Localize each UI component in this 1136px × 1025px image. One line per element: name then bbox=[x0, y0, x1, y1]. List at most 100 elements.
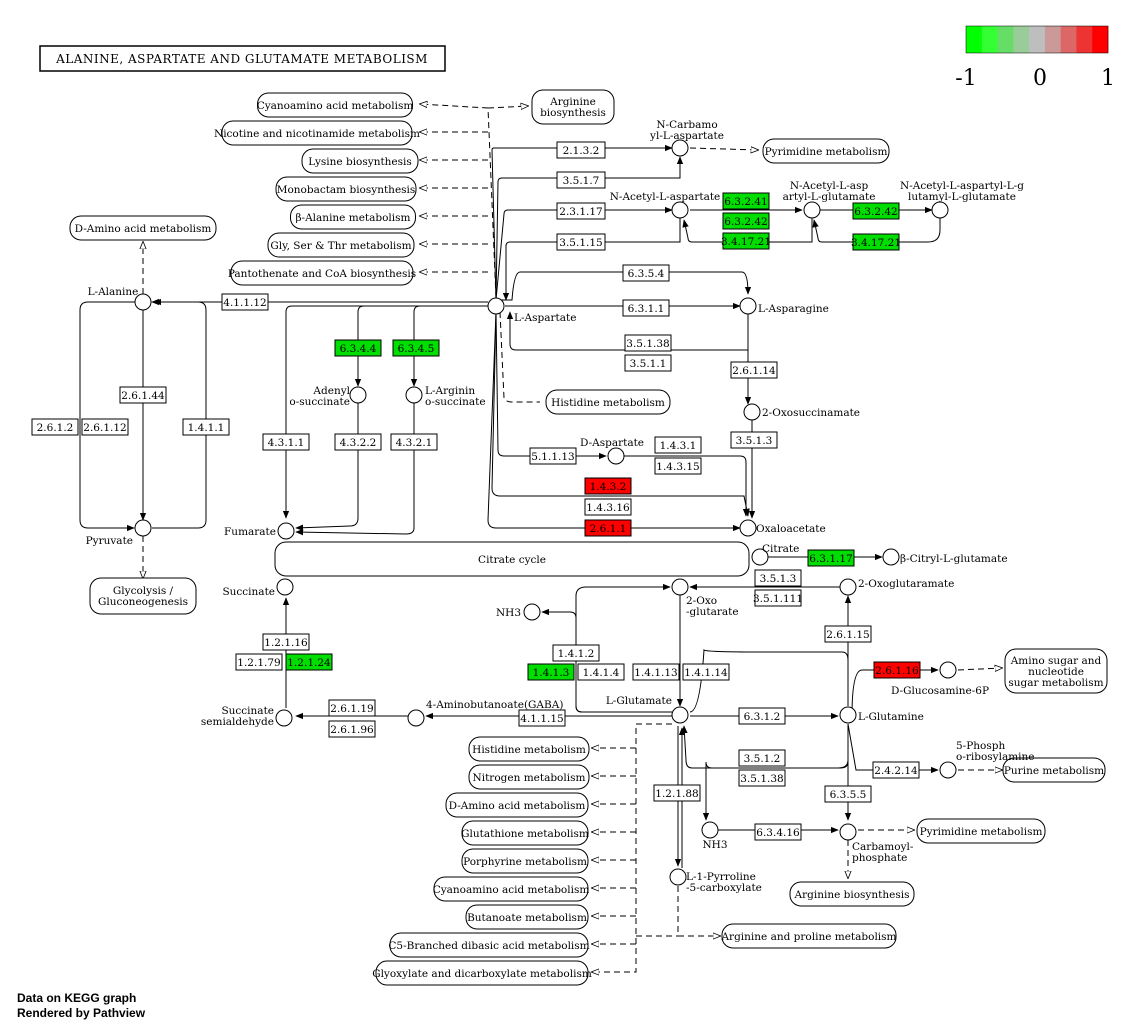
compound-node[interactable]: Carbamoyl-phosphate bbox=[839, 823, 914, 864]
compound-node[interactable]: 4-Aminobutanoate(GABA) bbox=[407, 699, 563, 727]
enzyme-box[interactable]: 6.3.1.17 bbox=[807, 549, 855, 567]
pathway-map-link[interactable]: Glyoxylate and dicarboxylate metabolism bbox=[372, 960, 592, 986]
pathway-map-link[interactable]: Arginine biosynthesis bbox=[789, 881, 915, 907]
pathway-map-link[interactable]: Histidine metabolism bbox=[468, 736, 590, 762]
compound-node[interactable]: NH3 bbox=[701, 821, 728, 851]
compound-node[interactable]: L-Aspartate bbox=[487, 297, 576, 324]
compound-node[interactable]: 2-Oxosuccinamate bbox=[743, 403, 860, 421]
pathway-map-link[interactable]: Purine metabolism bbox=[1002, 757, 1106, 783]
enzyme-box[interactable]: 2.6.1.44 bbox=[119, 386, 167, 404]
enzyme-box[interactable]: 6.3.1.2 bbox=[738, 707, 786, 725]
compound-node[interactable]: L-Glutamate bbox=[606, 695, 689, 724]
enzyme-box[interactable]: 6.3.5.5 bbox=[824, 785, 872, 803]
pathway-map-link[interactable]: D-Amino acid metabolism bbox=[69, 215, 217, 241]
compound-node[interactable]: Oxaloacetate bbox=[739, 519, 826, 537]
enzyme-box[interactable]: 1.4.1.1 bbox=[182, 418, 230, 436]
enzyme-box[interactable]: 2.1.3.2 bbox=[556, 141, 606, 159]
compound-node[interactable]: NH3 bbox=[496, 603, 541, 621]
enzyme-box[interactable]: 1.4.3.15 bbox=[654, 457, 702, 475]
pathway-map-link[interactable]: Butanoate metabolism bbox=[465, 904, 589, 930]
pathway-map-link[interactable]: Arginine and proline metabolism bbox=[720, 923, 897, 949]
compound-node[interactable]: D-Glucosamine-6P bbox=[891, 661, 989, 697]
pathway-map-link[interactable]: Cyanoamino acid metabolism bbox=[257, 92, 414, 118]
enzyme-box[interactable]: 1.2.1.88 bbox=[653, 784, 701, 802]
enzyme-box[interactable]: 2.3.1.17 bbox=[556, 202, 606, 220]
enzyme-box[interactable]: 1.4.3.2 bbox=[584, 477, 632, 495]
enzyme-box[interactable]: 3.5.1.1 bbox=[624, 354, 672, 372]
compound-node[interactable]: N-Acetyl-L-aspartate bbox=[610, 191, 721, 219]
pathway-map-link[interactable]: Histidine metabolism bbox=[545, 389, 671, 415]
enzyme-box[interactable]: 6.3.4.5 bbox=[392, 339, 440, 357]
enzyme-box[interactable]: 1.4.3.1 bbox=[654, 436, 702, 454]
enzyme-box[interactable]: 3.4.17.21 bbox=[851, 233, 901, 251]
enzyme-box[interactable]: 6.3.5.4 bbox=[622, 264, 670, 282]
enzyme-box[interactable]: 3.5.1.3 bbox=[730, 431, 778, 449]
compound-node[interactable]: 2-Oxo-glutarate bbox=[671, 578, 739, 618]
enzyme-box[interactable]: 4.3.2.2 bbox=[334, 433, 382, 451]
enzyme-box[interactable]: 4.1.1.12 bbox=[221, 293, 269, 311]
pathway-map-link[interactable]: Monobactam biosynthesis bbox=[275, 176, 417, 202]
enzyme-box[interactable]: 4.1.1.15 bbox=[518, 709, 566, 727]
pathway-map-link[interactable]: β-Alanine metabolism bbox=[290, 204, 416, 230]
enzyme-box[interactable]: 6.3.2.42 bbox=[852, 202, 900, 220]
enzyme-box[interactable]: 1.4.1.4 bbox=[577, 663, 625, 681]
enzyme-box[interactable]: 3.5.1.15 bbox=[556, 233, 606, 251]
enzyme-box[interactable]: 2.6.1.19 bbox=[328, 699, 376, 717]
pathway-map-link[interactable]: D-Amino acid metabolism bbox=[445, 792, 589, 818]
enzyme-box[interactable]: 1.4.3.16 bbox=[584, 498, 632, 516]
compound-node[interactable]: L-1-Pyrroline-5-carboxylate bbox=[669, 868, 762, 894]
enzyme-box[interactable]: 6.3.4.4 bbox=[334, 339, 382, 357]
enzyme-box[interactable]: 1.4.1.3 bbox=[527, 663, 575, 681]
enzyme-box[interactable]: 4.3.1.1 bbox=[262, 433, 310, 451]
enzyme-box[interactable]: 2.6.1.16 bbox=[873, 661, 921, 679]
enzyme-box[interactable]: 3.5.1.3 bbox=[754, 569, 802, 587]
enzyme-box[interactable]: 1.2.1.16 bbox=[262, 633, 310, 651]
enzyme-box[interactable]: 2.6.1.14 bbox=[730, 361, 778, 379]
pathway-map-link[interactable]: Nicotine and nicotinamide metabolism bbox=[214, 120, 420, 146]
pathway-map-link[interactable]: Nitrogen metabolism bbox=[468, 764, 590, 790]
compound-node[interactable]: L-Glutamine bbox=[839, 706, 924, 724]
pathway-map-link[interactable]: C5-Branched dibasic acid metabolism bbox=[388, 932, 590, 958]
pathway-map-link[interactable]: Citrate cycle bbox=[274, 541, 750, 577]
pathway-map-link[interactable]: Porphyrine metabolism bbox=[461, 848, 589, 874]
enzyme-box[interactable]: 6.3.2.42 bbox=[722, 212, 770, 230]
enzyme-box[interactable]: 2.6.1.2 bbox=[31, 418, 79, 436]
compound-node[interactable]: Citrate bbox=[751, 543, 799, 566]
pathway-map-link[interactable]: Lysine biosynthesis bbox=[301, 148, 419, 174]
pathway-map-link[interactable]: Glutathione metabolism bbox=[461, 820, 589, 846]
enzyme-box[interactable]: 3.4.17.21 bbox=[721, 232, 771, 250]
compound-node[interactable]: L-Asparagine bbox=[739, 297, 829, 315]
enzyme-box[interactable]: 1.4.1.13 bbox=[632, 663, 680, 681]
enzyme-box[interactable]: 2.6.1.96 bbox=[328, 720, 376, 738]
enzyme-box[interactable]: 5.1.1.13 bbox=[529, 447, 577, 465]
enzyme-box[interactable]: 6.3.2.41 bbox=[722, 192, 770, 210]
compound-node[interactable]: 2-Oxoglutaramate bbox=[839, 578, 954, 596]
enzyme-box[interactable]: 3.5.1.2 bbox=[738, 749, 786, 767]
pathway-map-link[interactable]: Pantothenate and CoA biosynthesis bbox=[228, 260, 416, 286]
enzyme-box[interactable]: 2.6.1.1 bbox=[584, 519, 632, 537]
pathway-map-link[interactable]: Pyrimidine metabolism bbox=[762, 138, 890, 164]
enzyme-box[interactable]: 2.4.2.14 bbox=[872, 761, 920, 779]
compound-node[interactable]: Succinate semialdehyde bbox=[198, 705, 293, 728]
enzyme-box[interactable]: 2.6.1.12 bbox=[81, 418, 129, 436]
pathway-map-link[interactable]: Gly, Ser & Thr metabolism bbox=[267, 232, 415, 258]
compound-node[interactable]: Pyruvate bbox=[86, 519, 152, 547]
enzyme-box[interactable]: 1.2.1.79 bbox=[235, 653, 283, 671]
enzyme-box[interactable]: 3.5.1.38 bbox=[738, 769, 786, 787]
compound-node[interactable]: Fumarate bbox=[224, 522, 295, 540]
enzyme-box[interactable]: 6.3.4.16 bbox=[754, 823, 802, 841]
enzyme-box[interactable]: 3.5.1.111 bbox=[753, 589, 803, 607]
pathway-map-link[interactable]: Cyanoamino acid metabolism bbox=[433, 876, 590, 902]
enzyme-box[interactable]: 1.4.1.2 bbox=[552, 644, 600, 662]
compound-node[interactable]: L-Alanine bbox=[88, 286, 152, 311]
enzyme-box[interactable]: 6.3.1.1 bbox=[622, 299, 670, 317]
enzyme-box[interactable]: 3.5.1.38 bbox=[624, 334, 672, 352]
enzyme-box[interactable]: 4.3.2.1 bbox=[390, 433, 438, 451]
compound-node[interactable]: D-Aspartate bbox=[580, 437, 644, 465]
